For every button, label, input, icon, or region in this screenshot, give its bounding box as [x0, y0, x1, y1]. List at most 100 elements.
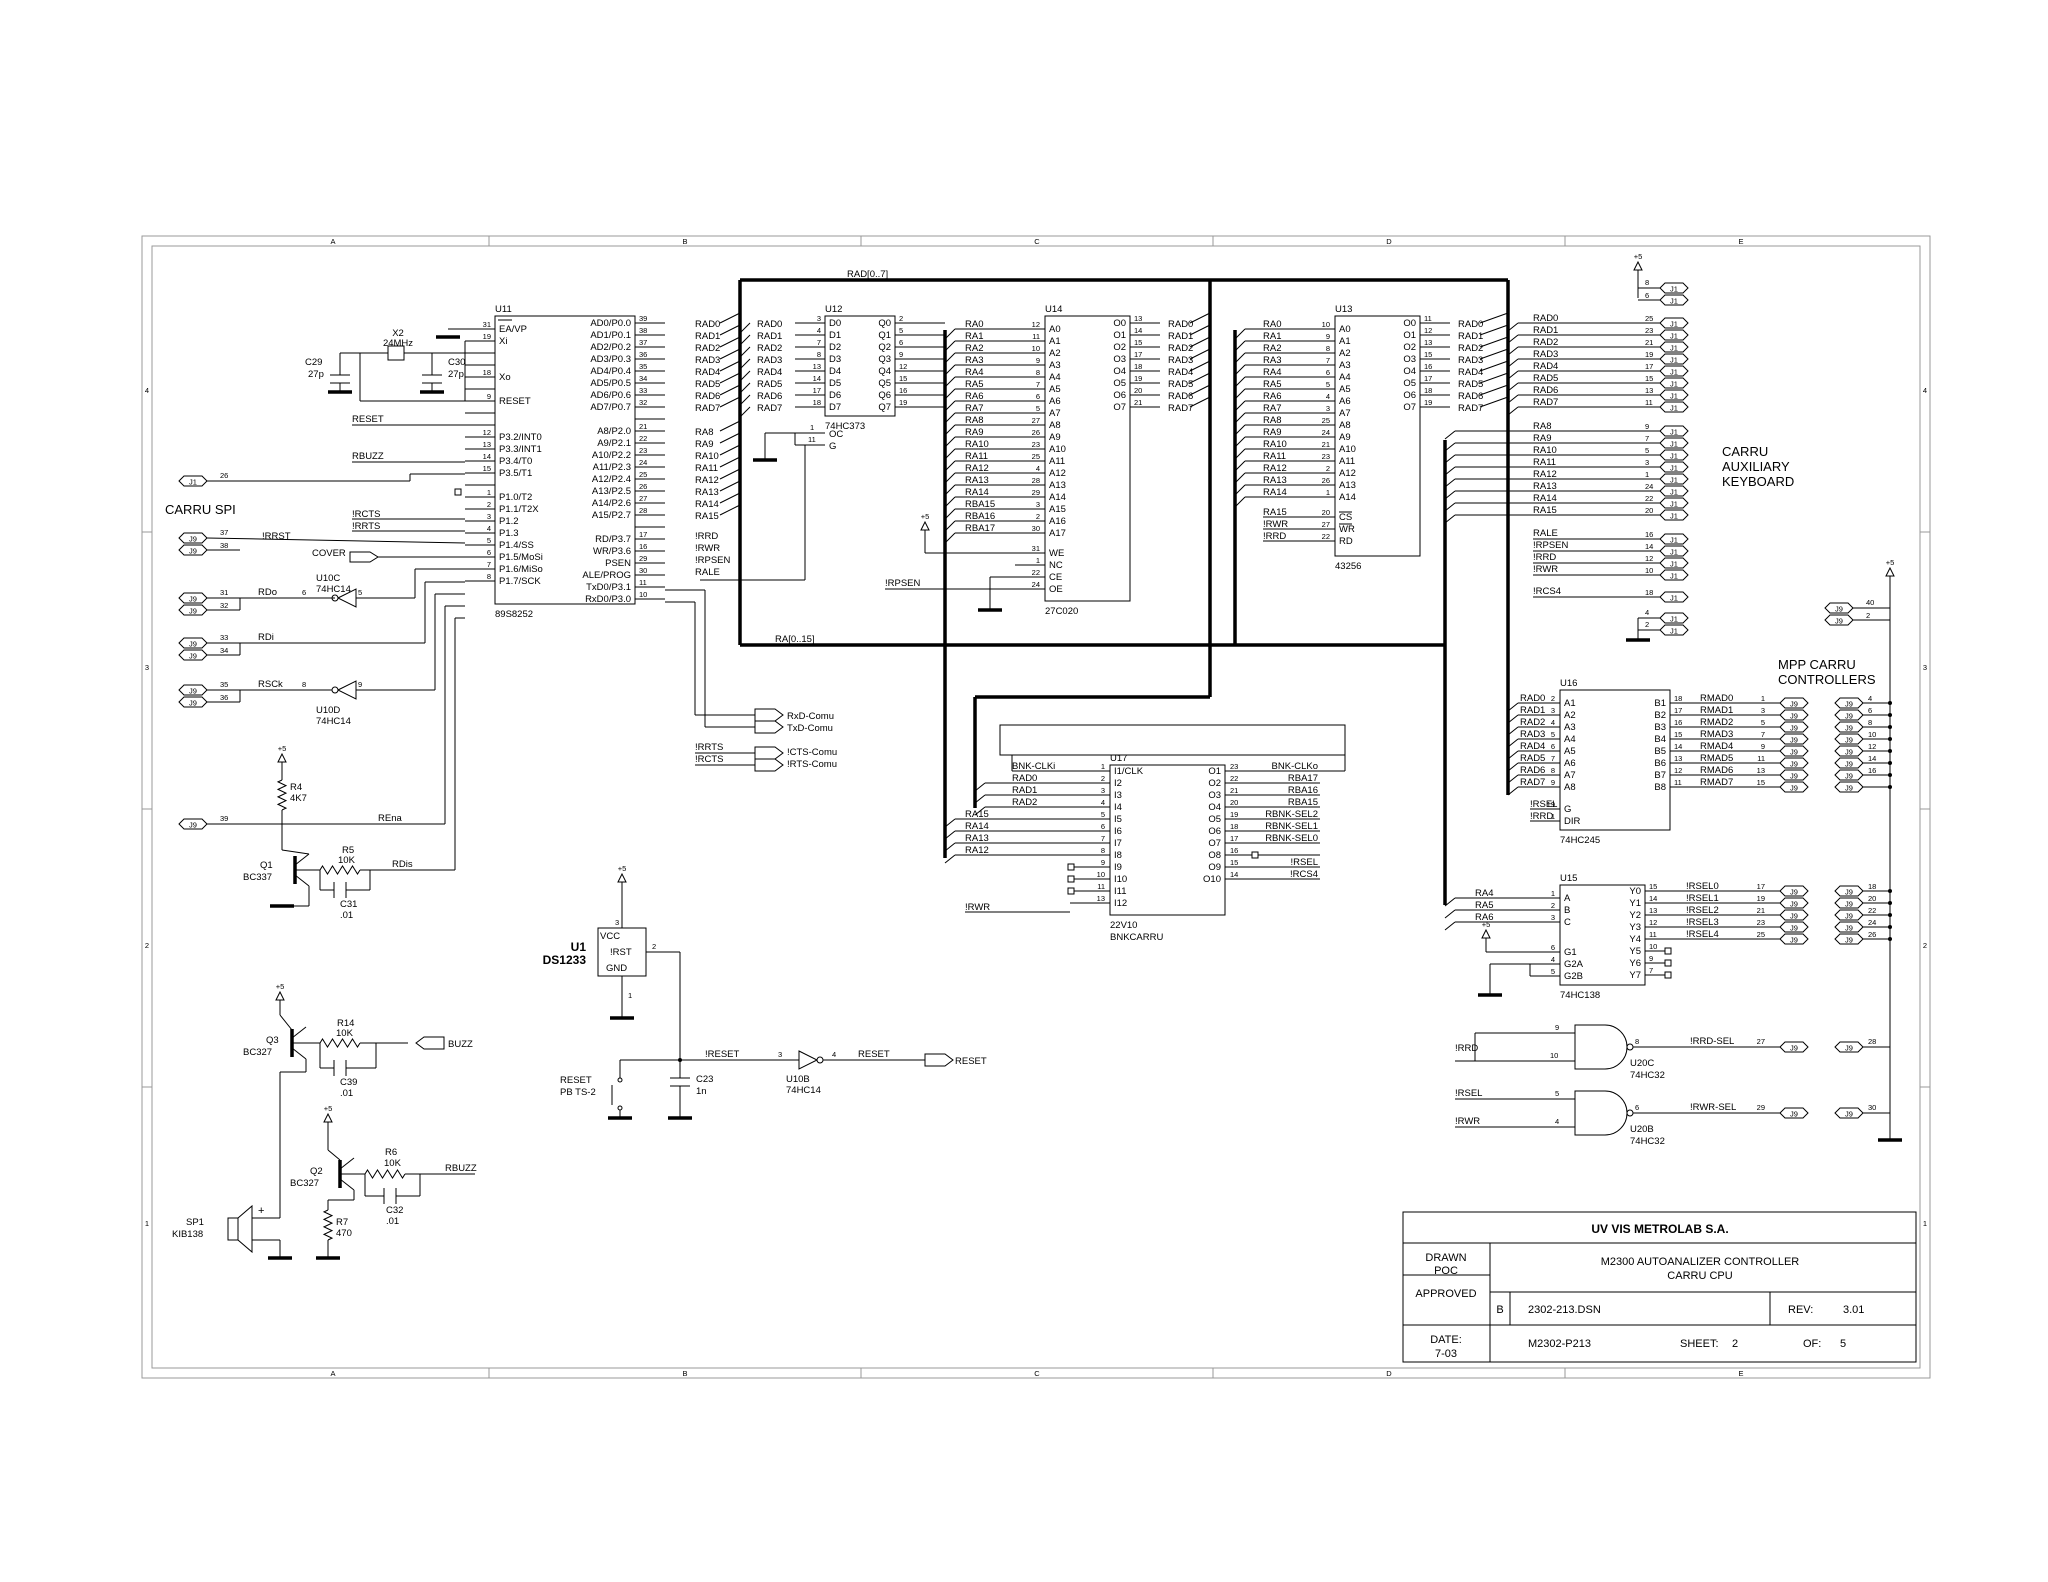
- pin-number: 24: [1868, 918, 1876, 927]
- pin-name: P3.4/T0: [499, 456, 532, 467]
- wire: [1507, 358, 1519, 368]
- pin-name: DIR: [1564, 816, 1581, 827]
- pin-number: 1: [810, 423, 814, 432]
- net-label: RAD2: [757, 343, 782, 354]
- pin-name: NC: [1049, 560, 1063, 571]
- pin-number: 5: [1326, 380, 1330, 389]
- pin-number: 10: [1868, 730, 1876, 739]
- net-label: RA4: [965, 367, 983, 378]
- r4-ref: R4: [290, 782, 302, 793]
- connector-label: J1: [1670, 380, 1678, 389]
- net-rbuzz: RBUZZ: [352, 451, 384, 462]
- pin-name: Xi: [499, 336, 507, 347]
- pin-number: 22: [639, 434, 647, 443]
- net-rsel: !RSEL: [1455, 1088, 1482, 1099]
- q2-type: BC327: [290, 1178, 319, 1189]
- bus-entry: [1479, 324, 1509, 336]
- pin-number: 9: [899, 350, 903, 359]
- pin-name: OC: [829, 429, 843, 440]
- wire: [281, 849, 310, 855]
- net-buzz: BUZZ: [448, 1039, 473, 1050]
- connector-J1: J1: [1659, 612, 1689, 624]
- net-label: RA0: [965, 319, 983, 330]
- net-label: RAD5: [1458, 379, 1483, 390]
- connector-body: [1779, 745, 1809, 757]
- connector-J9: J9: [1779, 769, 1809, 781]
- pin-name: B: [1564, 905, 1570, 916]
- pin-number: 5: [1645, 446, 1649, 455]
- connector-label: J9: [1790, 772, 1798, 781]
- no-connect-marker: [1067, 863, 1075, 871]
- connector-J1: J1: [1659, 353, 1689, 365]
- pin-name: VCC: [600, 931, 620, 942]
- pin-name: O1: [1208, 766, 1221, 777]
- pin-number: 13: [1757, 766, 1765, 775]
- connector-J1: J1: [1659, 294, 1689, 306]
- nand-gate-bubble: [1626, 1043, 1634, 1051]
- pin-number: 5: [1555, 1089, 1559, 1098]
- net-label: RAD1: [1458, 331, 1483, 342]
- net-label: RA8: [1533, 421, 1551, 432]
- wire: [1507, 406, 1519, 416]
- u20b-ref: U20B: [1630, 1124, 1654, 1135]
- pin-name: A12: [1339, 468, 1356, 479]
- pin-number: 25: [1645, 314, 1653, 323]
- wire: [944, 854, 956, 864]
- net-label: RBA16: [1288, 785, 1318, 796]
- junction-dot: [1888, 937, 1892, 941]
- net-label: RA14: [1263, 487, 1287, 498]
- u11-chip-ref: U11: [495, 304, 512, 315]
- net-txd-comu: TxD-Comu: [787, 723, 833, 734]
- pin-name: D6: [829, 390, 841, 401]
- net-label: RAD1: [695, 331, 720, 342]
- net-label: RBNK-SEL1: [1265, 821, 1318, 832]
- pin-number: 39: [639, 314, 647, 323]
- nand-gate-bubble: [1626, 1109, 1634, 1117]
- net-label: RA13: [695, 487, 719, 498]
- company-name: UV VIS METROLAB S.A.: [1591, 1222, 1728, 1236]
- pin-number: 40: [1866, 598, 1874, 607]
- junction-dot: [1888, 925, 1892, 929]
- u1-chip: [597, 927, 647, 977]
- connector-J1: J1: [1659, 389, 1689, 401]
- border-row-label: 3: [145, 663, 149, 672]
- page-inner-frame: [151, 245, 1921, 1369]
- net-label: RA8: [1263, 415, 1281, 426]
- pin-name: Q6: [878, 390, 891, 401]
- pin-name: A8: [1564, 782, 1576, 793]
- net-label: RAD2: [1012, 797, 1037, 808]
- pin-number: 27: [1032, 416, 1040, 425]
- border-row-label: 1: [145, 1219, 149, 1228]
- pin-number: 3: [1761, 706, 1765, 715]
- pin-name: A3: [1339, 360, 1351, 371]
- pin-number: 10: [1097, 870, 1105, 879]
- of-label: OF:: [1803, 1338, 1821, 1350]
- connector-J9: J9: [1779, 921, 1809, 933]
- net-label: !RRD: [1530, 811, 1553, 822]
- pin-name: A6: [1049, 396, 1061, 407]
- bus-entry: [1479, 372, 1509, 384]
- q1-transistor-collector: [294, 853, 310, 866]
- pin-name: A: [1564, 893, 1571, 904]
- connector-J1: J1: [1659, 377, 1689, 389]
- doc-number: M2302-P213: [1528, 1338, 1591, 1350]
- pin-number: 8: [817, 350, 821, 359]
- cts-port: [754, 746, 784, 760]
- pin-number: 7: [1326, 356, 1330, 365]
- pin-number: 14: [1649, 894, 1657, 903]
- net-label: RALE: [1533, 528, 1558, 539]
- border-col-label: C: [1034, 1369, 1040, 1378]
- pin-number: 25: [1032, 452, 1040, 461]
- border-row-label: 4: [1923, 386, 1927, 395]
- connector-label: J1: [1670, 572, 1678, 581]
- wire: [944, 328, 956, 340]
- connector-label: J1: [1670, 404, 1678, 413]
- connector-body: [1659, 401, 1689, 413]
- pin-number: 11: [1674, 778, 1682, 787]
- inverter-symbol: [798, 1050, 819, 1070]
- net-label: RA3: [1263, 355, 1281, 366]
- connector-body: [1659, 282, 1689, 294]
- pin-name: !RST: [610, 947, 632, 958]
- bus-entry: [1479, 396, 1509, 408]
